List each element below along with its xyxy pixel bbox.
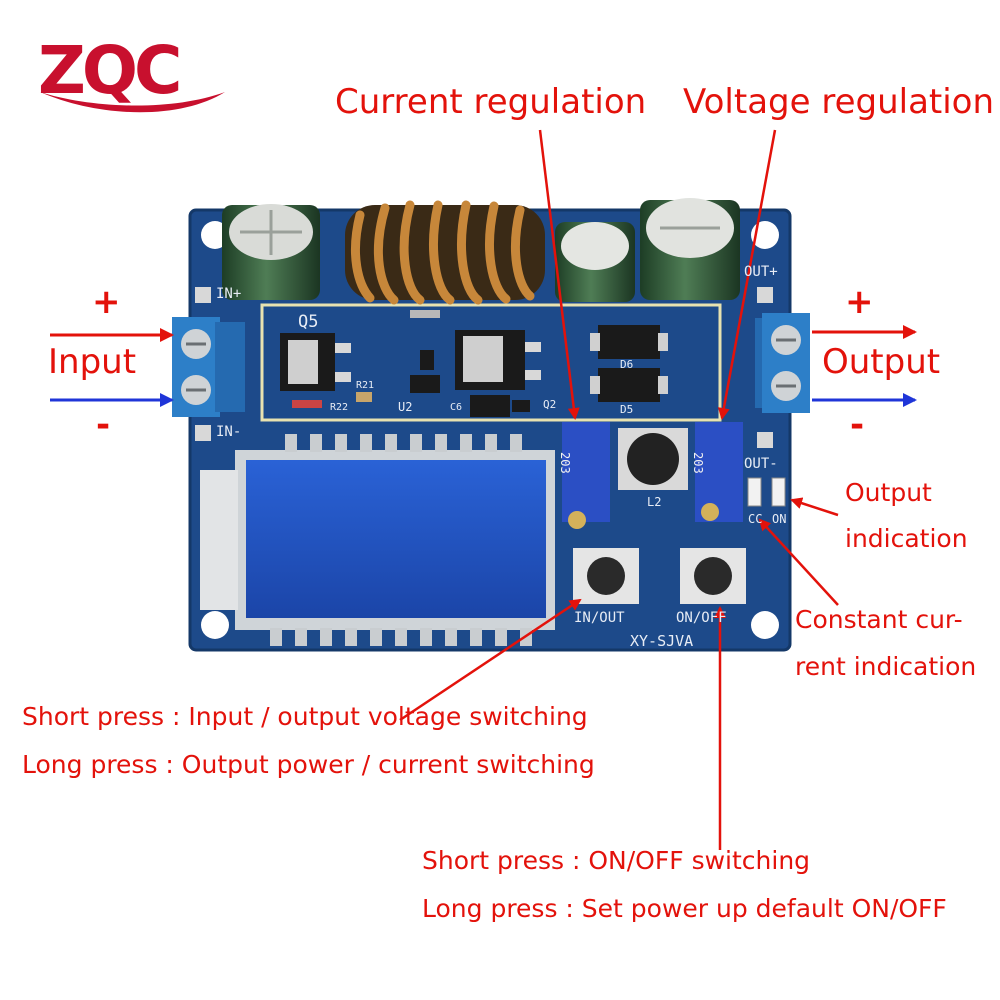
logo-text: ZQC — [38, 32, 182, 109]
label-output-minus: - — [850, 405, 865, 445]
label-in-out-short-press: Short press : Input / output voltage swi… — [22, 702, 588, 731]
label-input: Input — [48, 342, 137, 382]
on-off-button — [680, 548, 746, 604]
label-voltage-regulation: Voltage regulation — [683, 82, 995, 122]
silk-btn-on-off: ON/OFF — [676, 610, 727, 626]
silk-q5: Q5 — [298, 312, 319, 332]
diode-d5 — [590, 368, 668, 402]
smd-components — [292, 310, 530, 417]
silk-model: XY-SJVA — [630, 632, 694, 650]
capacitor-left — [222, 204, 320, 300]
silk-led-on: ON — [772, 512, 787, 526]
current-regulation-potentiometer — [562, 422, 610, 529]
silk-r21: R21 — [356, 380, 375, 391]
voltage-regulation-potentiometer — [695, 422, 743, 522]
annotation-arrows — [50, 129, 917, 850]
silk-pin-out-minus: OUT- — [744, 456, 778, 472]
label-on-off-long-press: Long press : Set power up default ON/OFF — [422, 894, 947, 923]
lcd-display — [200, 434, 555, 646]
label-input-minus: - — [96, 405, 111, 445]
silk-d5: D5 — [620, 403, 634, 416]
label-output: Output — [822, 342, 941, 382]
label-output-indication-line1: Output — [845, 478, 932, 507]
silk-pot-current-code: 203 — [558, 452, 572, 474]
silk-c6: C6 — [450, 402, 463, 413]
indicator-leds — [747, 477, 786, 507]
label-output-indication-line2: indication — [845, 524, 968, 553]
input-terminal-block — [172, 317, 245, 417]
brand-logo — [40, 92, 225, 113]
mosfet-q2 — [455, 330, 541, 390]
mosfet-q5 — [280, 333, 351, 391]
silk-q2: Q2 — [543, 398, 557, 411]
silk-pin-in-plus: IN+ — [216, 286, 242, 302]
diode-d6 — [590, 325, 668, 359]
label-output-plus: + — [845, 282, 874, 322]
silk-pin-in-minus: IN- — [216, 424, 242, 440]
silk-l2: L2 — [647, 495, 662, 509]
silk-d6: D6 — [620, 358, 634, 371]
silk-btn-in-out: IN/OUT — [574, 610, 625, 626]
in-out-button — [573, 548, 639, 604]
toroid-inductor — [345, 200, 545, 305]
label-current-regulation: Current regulation — [335, 82, 647, 122]
capacitor-mid — [555, 222, 635, 302]
silk-pin-out-plus: OUT+ — [744, 264, 778, 280]
label-cc-indication-line2: rent indication — [795, 652, 977, 681]
silk-u2: U2 — [398, 400, 413, 414]
capacitor-right — [640, 198, 740, 300]
label-cc-indication-line1: Constant cur- — [795, 605, 963, 634]
silk-led-cc: CC — [748, 512, 763, 526]
silk-r22: R22 — [330, 402, 349, 413]
label-in-out-long-press: Long press : Output power / current swit… — [22, 750, 595, 779]
power-inductor-l2 — [618, 428, 688, 490]
silk-pot-voltage-code: 203 — [691, 452, 705, 474]
label-input-plus: + — [92, 282, 121, 322]
label-on-off-short-press: Short press : ON/OFF switching — [422, 846, 811, 875]
output-terminal-block — [755, 313, 810, 413]
